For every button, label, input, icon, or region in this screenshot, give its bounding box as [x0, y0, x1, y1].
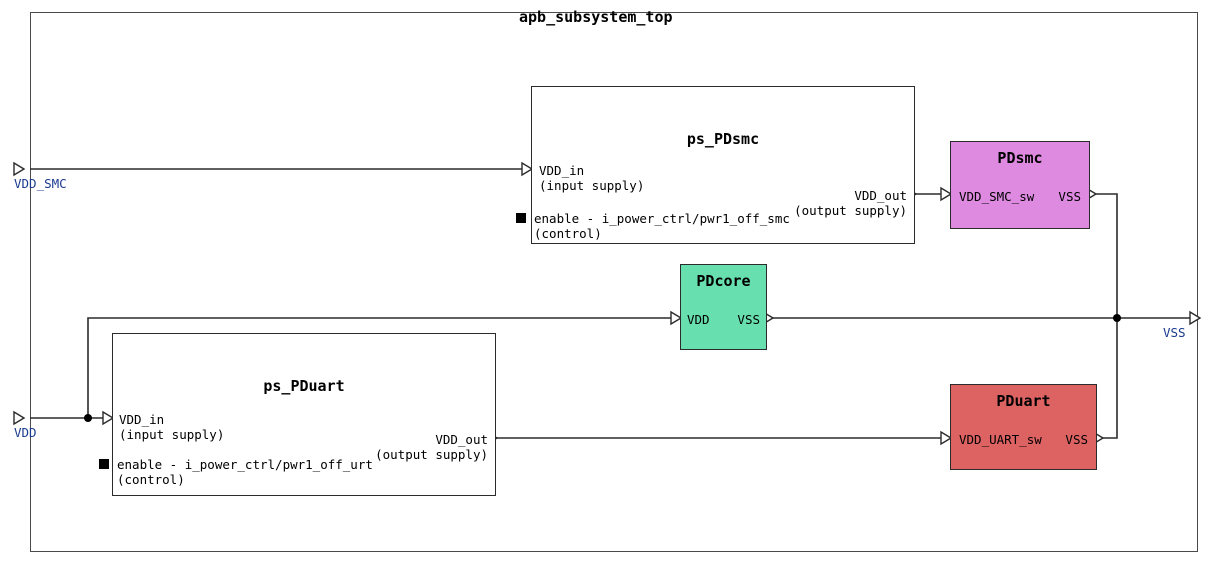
- pin-label-ps-pdsmc-vdd-out: VDD_out: [854, 188, 907, 203]
- switch-block-title-ps-pdsmc: ps_PDsmc: [686, 130, 760, 148]
- switch-block-ps-pduart[interactable]: [112, 333, 496, 496]
- pin-label-ps-pdsmc-vdd-in-sub: (input supply): [539, 178, 645, 193]
- power-domain-title-pdsmc: PDsmc: [997, 149, 1043, 167]
- power-domain-ground-pin-pdcore: VSS: [737, 312, 760, 327]
- port-arrow-vdd-ext: [13, 410, 26, 426]
- power-domain-ground-pin-pduart: VSS: [1065, 432, 1088, 447]
- pin-label-ps-pduart-vdd-out-sub: (output supply): [375, 447, 488, 462]
- power-domain-supply-pin-pduart: VDD_UART_sw: [959, 432, 1042, 447]
- power-domain-block-pdcore[interactable]: PDcore VDD VSS: [680, 264, 767, 350]
- port-arrow-vddsmc-ext: [13, 161, 26, 177]
- pin-label-ps-pdsmc-enable-sub: (control): [534, 226, 602, 241]
- pin-label-ps-pduart-vdd-in: VDD_in: [119, 412, 165, 427]
- power-domain-supply-pin-pdcore: VDD: [687, 312, 710, 327]
- power-domain-supply-pin-pdsmc: VDD_SMC_sw: [959, 189, 1035, 204]
- pin-label-ps-pduart-vdd-out: VDD_out: [435, 432, 488, 447]
- external-port-label-vdd: VDD: [14, 425, 37, 440]
- switch-block-title-ps-pduart: ps_PDuart: [263, 377, 345, 395]
- pin-label-ps-pduart-enable: enable - i_power_ctrl/pwr1_off_urt: [117, 457, 373, 472]
- power-domain-block-pduart[interactable]: PDuart VDD_UART_sw VSS: [950, 384, 1097, 470]
- power-domain-title-pduart: PDuart: [996, 392, 1051, 410]
- power-domain-ground-pin-pdsmc: VSS: [1058, 189, 1081, 204]
- switch-block-ps-pdsmc[interactable]: [531, 86, 915, 244]
- external-port-label-vss: VSS: [1163, 325, 1186, 340]
- external-port-label-vdd-smc: VDD_SMC: [14, 176, 67, 191]
- pin-label-ps-pdsmc-vdd-in: VDD_in: [539, 163, 585, 178]
- power-domain-block-pdsmc[interactable]: PDsmc VDD_SMC_sw VSS: [950, 141, 1090, 229]
- pin-label-ps-pdsmc-enable: enable - i_power_ctrl/pwr1_off_smc: [534, 211, 790, 226]
- pin-label-ps-pduart-enable-sub: (control): [117, 472, 185, 487]
- pin-label-ps-pduart-vdd-in-sub: (input supply): [119, 427, 225, 442]
- pin-label-ps-pdsmc-vdd-out-sub: (output supply): [794, 203, 907, 218]
- page-title: apb_subsystem_top: [519, 8, 673, 26]
- power-domain-title-pdcore: PDcore: [696, 272, 751, 290]
